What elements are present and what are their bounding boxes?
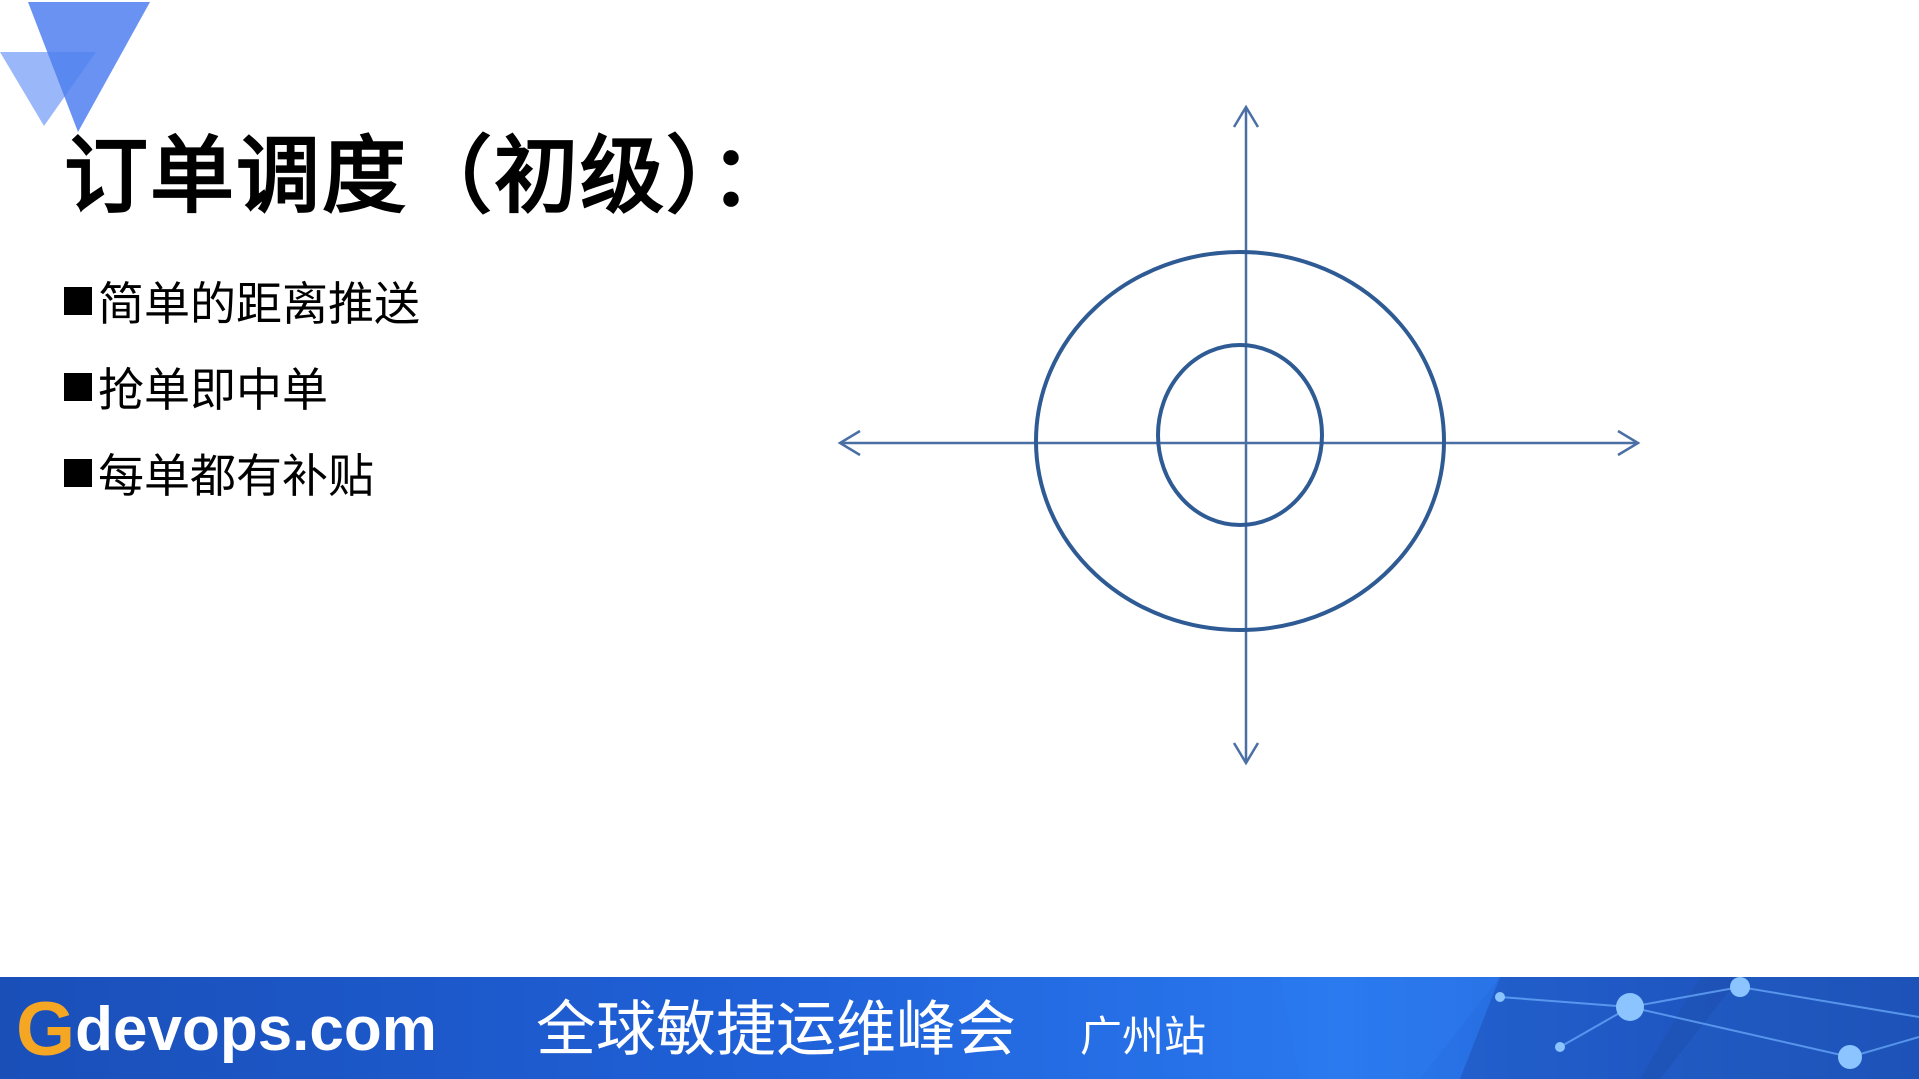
down-arrow-icon bbox=[1232, 742, 1260, 766]
bullet-item: 抢单即中单 bbox=[64, 344, 420, 430]
slide-title: 订单调度（初级）： bbox=[64, 126, 797, 225]
square-bullet-icon bbox=[64, 373, 92, 401]
logo-g-letter: G bbox=[16, 986, 76, 1072]
logo-domain: devops.com bbox=[75, 994, 437, 1064]
distance-diagram bbox=[837, 104, 1641, 766]
bullet-label: 简单的距离推送 bbox=[98, 277, 420, 331]
inner-range-circle bbox=[1156, 343, 1324, 527]
left-arrow-icon bbox=[837, 429, 861, 457]
corner-triangle-dark bbox=[28, 2, 150, 132]
footer-bar: G devops.com 全球敏捷运维峰会 广州站 bbox=[0, 977, 1919, 1079]
event-name: 全球敏捷运维峰会 bbox=[536, 995, 1016, 1065]
bullet-label: 每单都有补贴 bbox=[98, 449, 374, 503]
up-arrow-icon bbox=[1232, 104, 1260, 128]
square-bullet-icon bbox=[64, 459, 92, 487]
gdevops-logo: G devops.com bbox=[16, 987, 437, 1072]
right-arrow-icon bbox=[1617, 429, 1641, 457]
event-city: 广州站 bbox=[1080, 1012, 1207, 1061]
outer-range-circle bbox=[1034, 250, 1446, 632]
network-graphic bbox=[1280, 977, 1919, 1079]
bullet-item: 简单的距离推送 bbox=[64, 258, 420, 344]
bullet-item: 每单都有补贴 bbox=[64, 430, 420, 516]
corner-decoration bbox=[0, 2, 150, 132]
square-bullet-icon bbox=[64, 287, 92, 315]
bullet-label: 抢单即中单 bbox=[98, 363, 328, 417]
bullet-list: 简单的距离推送 抢单即中单 每单都有补贴 bbox=[64, 258, 420, 516]
